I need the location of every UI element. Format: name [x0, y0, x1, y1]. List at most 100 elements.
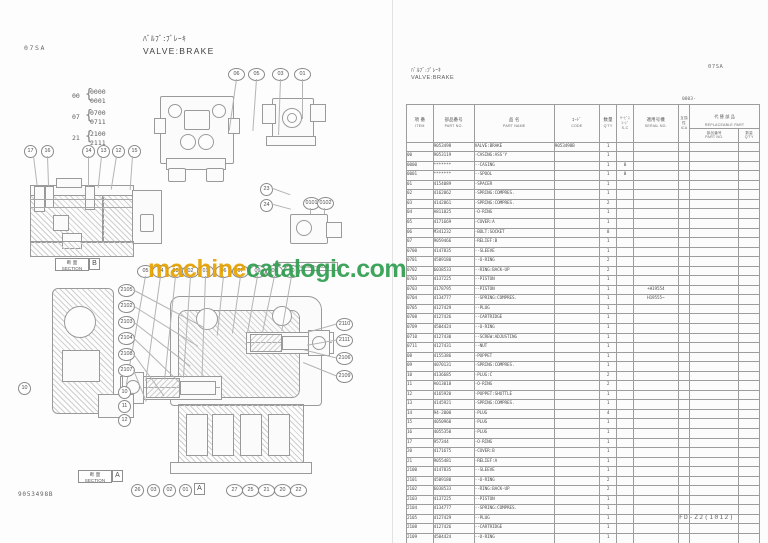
callout-bottom-01[interactable]: 01: [179, 484, 192, 497]
callout-12[interactable]: 12: [112, 145, 125, 158]
callout-24[interactable]: 24: [260, 199, 273, 212]
cell-ica: [677, 370, 691, 382]
cell-rqty: [738, 179, 760, 191]
cell-name: -COVER:B: [473, 447, 555, 458]
callout-16[interactable]: 16: [41, 145, 54, 158]
cell-rqty: [738, 523, 760, 534]
cell-sc: [616, 217, 634, 229]
callout-left-10[interactable]: 10: [18, 382, 31, 395]
callout-bottom-22[interactable]: 22: [290, 484, 307, 497]
cell-rpart: [689, 533, 740, 543]
callout-bottom-25[interactable]: 25: [242, 484, 259, 497]
index-upper: 0700: [90, 109, 106, 117]
callout-bottom-02[interactable]: 02: [163, 484, 176, 497]
cell-item: 16: [406, 428, 434, 439]
cell-code: [553, 351, 600, 363]
cell-name: -O-RING: [473, 380, 555, 391]
cell-name: --PISTON: [473, 284, 555, 296]
callout-bottom-21[interactable]: 21: [258, 484, 275, 497]
callout-main-2105[interactable]: 2105: [118, 284, 135, 297]
callout-15[interactable]: 15: [128, 145, 141, 158]
cell-item: 06: [406, 227, 434, 239]
cell-sc: [616, 323, 634, 334]
callout-17[interactable]: 17: [24, 145, 37, 158]
cell-rpart: [689, 466, 740, 477]
cell-serial: [632, 456, 679, 468]
section-b-boss: [56, 178, 82, 188]
cell-serial: [632, 151, 679, 162]
callout-main-2111[interactable]: 2111: [336, 334, 353, 347]
callout-main-2106[interactable]: 2106: [336, 352, 353, 365]
cell-code: [553, 323, 600, 334]
callout-23[interactable]: 23: [260, 183, 273, 196]
cell-qty: 1: [598, 246, 618, 258]
callout-13[interactable]: 13: [97, 145, 110, 158]
cell-sc: [616, 198, 634, 210]
section-b-label-en: SECTION: [61, 266, 83, 271]
cell-qty: 1: [598, 418, 618, 429]
callout-bottom-03[interactable]: 03: [147, 484, 160, 497]
callout-main-2109[interactable]: 2109: [336, 370, 353, 383]
callout-03[interactable]: 03: [272, 68, 289, 81]
valve-body-center-port: [184, 110, 210, 130]
cell-name: -O-RING: [473, 437, 555, 449]
callout-stack-10[interactable]: 10: [118, 386, 131, 399]
cell-code: [553, 504, 600, 515]
cell-qty: 1: [598, 151, 618, 162]
cell-code: [553, 237, 600, 248]
callout-stack-11[interactable]: 11: [118, 400, 131, 413]
callout-stack-12[interactable]: 12: [118, 414, 131, 427]
callout-bottom-20[interactable]: 20: [274, 484, 291, 497]
cell-serial: [632, 408, 679, 420]
main-lower-bore-3: [240, 414, 262, 456]
cell-part: A811025: [432, 208, 475, 219]
callout-bottom-27[interactable]: 27: [226, 484, 243, 497]
callout-0102[interactable]: 0102: [317, 197, 334, 210]
cell-part: M341232: [432, 227, 475, 239]
callout-main-2110[interactable]: 2110: [336, 318, 353, 331]
header-r-qty-en: Q'TY: [744, 135, 754, 140]
callout-bottom-26[interactable]: 26: [131, 484, 144, 497]
drawing-number: 9053498B: [18, 491, 54, 498]
